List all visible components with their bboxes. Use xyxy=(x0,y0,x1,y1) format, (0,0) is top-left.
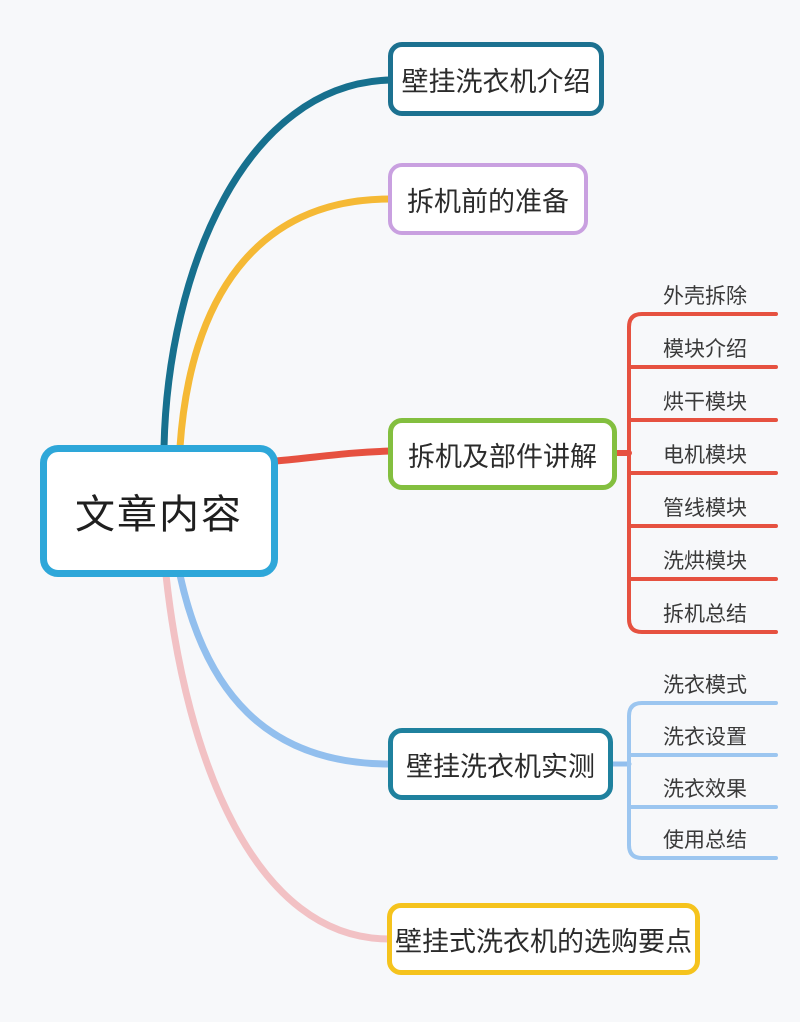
subtree-underlines-test xyxy=(627,753,778,809)
subtopic-wash-settings[interactable]: 洗衣设置 xyxy=(663,726,747,749)
branch-node-intro[interactable]: 壁挂洗衣机介绍 xyxy=(388,42,604,116)
branch-node-prep[interactable]: 拆机前的准备 xyxy=(388,163,588,235)
subtopic-wash-mode[interactable]: 洗衣模式 xyxy=(663,674,747,697)
root-node[interactable]: 文章内容 xyxy=(40,445,278,577)
subtopic-shell-removal[interactable]: 外壳拆除 xyxy=(663,285,747,308)
branch-curve-test xyxy=(176,571,394,768)
subtopic-usage-summary[interactable]: 使用总结 xyxy=(663,829,747,852)
subtopic-wash-results[interactable]: 洗衣效果 xyxy=(663,778,747,801)
subtree-underlines-teardown xyxy=(627,365,778,581)
subtopic-drying-module[interactable]: 烘干模块 xyxy=(663,391,747,414)
branch-curve-intro xyxy=(160,76,394,451)
subtopic-teardown-summary[interactable]: 拆机总结 xyxy=(663,603,747,626)
subtree-bracket-test xyxy=(627,701,778,860)
branch-curve-prep xyxy=(176,195,394,451)
subtopic-motor-module[interactable]: 电机模块 xyxy=(663,444,747,467)
branch-curve-buying xyxy=(162,571,393,943)
branch-node-teardown[interactable]: 拆机及部件讲解 xyxy=(388,418,617,490)
subtopic-washdry-module[interactable]: 洗烘模块 xyxy=(663,550,747,573)
branch-curve-teardown xyxy=(272,447,396,465)
branch-node-test[interactable]: 壁挂洗衣机实测 xyxy=(388,728,613,800)
subtopic-piping-module[interactable]: 管线模块 xyxy=(663,497,747,520)
branch-node-buying[interactable]: 壁挂式洗衣机的选购要点 xyxy=(387,903,700,975)
subtopic-module-intro[interactable]: 模块介绍 xyxy=(663,338,747,361)
